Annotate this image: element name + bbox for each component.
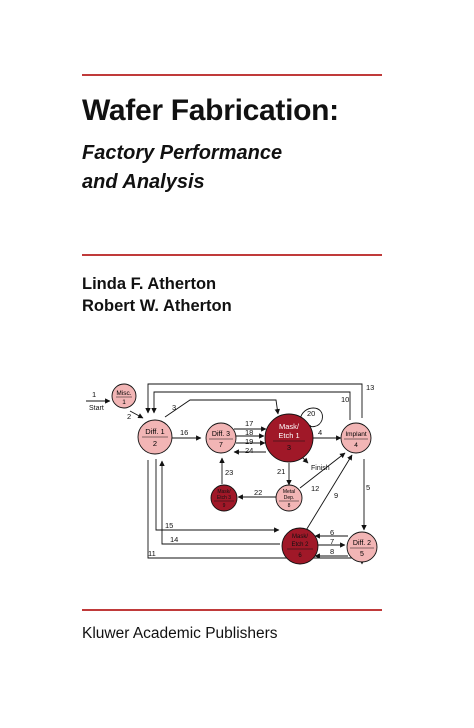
edge-label-22: 22 <box>254 488 262 497</box>
book-subtitle-line2: and Analysis <box>82 171 205 193</box>
edge-label-2: 2 <box>127 412 131 421</box>
edge-10 <box>151 391 351 420</box>
edge-label-13: 13 <box>366 383 374 392</box>
svg-text:Misc.: Misc. <box>116 390 131 397</box>
svg-text:Mask/: Mask/ <box>279 422 300 431</box>
node-mask-etch-2: Mask/ Etch 2 6 <box>281 527 319 565</box>
svg-text:3: 3 <box>287 443 291 452</box>
author-2: Robert W. Atherton <box>82 297 232 315</box>
svg-text:Diff. 1: Diff. 1 <box>145 427 164 436</box>
node-mask-etch-1: Mask/ Etch 1 3 <box>264 413 314 463</box>
edge-label-18: 18 <box>245 428 253 437</box>
svg-text:Implant: Implant <box>345 431 367 438</box>
svg-text:Etch 1: Etch 1 <box>278 431 299 440</box>
edge-label-6: 6 <box>330 528 334 537</box>
edge-14 <box>159 460 280 545</box>
svg-text:7: 7 <box>219 442 223 449</box>
start-label: Start <box>89 405 104 412</box>
edge-label-23: 23 <box>225 468 233 477</box>
edge-label-8: 8 <box>330 547 334 556</box>
node-diff1: Diff. 1 2 <box>137 419 173 455</box>
node-metal-dep: Metal Dep. 8 <box>275 484 303 512</box>
edge-label-10: 10 <box>341 395 349 404</box>
node-mask-etch-3: Mask/ Etch 3 9 <box>210 484 238 512</box>
publisher: Kluwer Academic Publishers <box>82 625 278 642</box>
edge-label-7: 7 <box>330 537 334 546</box>
svg-text:4: 4 <box>354 442 358 449</box>
svg-text:Dep.: Dep. <box>284 495 295 501</box>
node-diff3: Diff. 3 7 <box>205 422 237 454</box>
node-implant: Implant 4 <box>340 422 372 454</box>
svg-text:5: 5 <box>360 551 364 558</box>
svg-text:Etch 2: Etch 2 <box>291 542 309 548</box>
edge-12 <box>299 452 346 489</box>
edge-label-14: 14 <box>170 535 178 544</box>
book-title: Wafer Fabrication: <box>82 94 339 127</box>
edge-label-16: 16 <box>180 428 188 437</box>
edge-labels: 1 Start 2 3 13 10 16 17 18 19 24 20 4 Fi… <box>89 383 374 558</box>
edge-label-4: 4 <box>318 428 322 437</box>
svg-text:Metal: Metal <box>283 489 295 495</box>
svg-text:Etch 3: Etch 3 <box>217 495 231 501</box>
edge-label-20: 20 <box>307 409 315 418</box>
node-misc: Misc. 1 <box>111 383 137 409</box>
edge-label-12: 12 <box>311 484 319 493</box>
diagram-edges <box>86 383 367 565</box>
edge-20 <box>299 407 323 430</box>
author-1: Linda F. Atherton <box>82 275 217 293</box>
svg-text:6: 6 <box>298 553 302 559</box>
edge-label-9: 9 <box>334 491 338 500</box>
svg-text:Diff. 3: Diff. 3 <box>212 431 230 438</box>
edge-label-15: 15 <box>165 521 173 530</box>
edge-label-17: 17 <box>245 419 253 428</box>
finish-label: Finish <box>311 465 330 472</box>
svg-text:2: 2 <box>153 439 157 448</box>
svg-text:Mask/: Mask/ <box>292 534 308 540</box>
edge-label-11: 11 <box>148 549 156 558</box>
edge-label-24: 24 <box>245 446 253 455</box>
edge-label-19: 19 <box>245 437 253 446</box>
edge-15 <box>155 459 280 533</box>
top-rule <box>82 74 382 76</box>
edge-2 <box>129 410 144 419</box>
node-diff2: Diff. 2 5 <box>346 531 378 563</box>
svg-text:Diff. 2: Diff. 2 <box>353 540 371 547</box>
middle-rule <box>82 254 382 256</box>
svg-text:8: 8 <box>288 503 291 509</box>
edge-label-1: 1 <box>92 390 96 399</box>
bottom-rule <box>82 609 382 611</box>
book-subtitle-line1: Factory Performance <box>82 142 283 164</box>
edge-label-3: 3 <box>172 403 176 412</box>
svg-text:9: 9 <box>223 503 226 509</box>
svg-text:Mask/: Mask/ <box>217 489 231 495</box>
edge-3 <box>164 399 280 418</box>
edge-label-21: 21 <box>277 467 285 476</box>
edge-9 <box>304 454 353 533</box>
svg-text:1: 1 <box>122 399 126 406</box>
edge-13 <box>145 383 363 418</box>
edge-label-5: 5 <box>366 483 370 492</box>
